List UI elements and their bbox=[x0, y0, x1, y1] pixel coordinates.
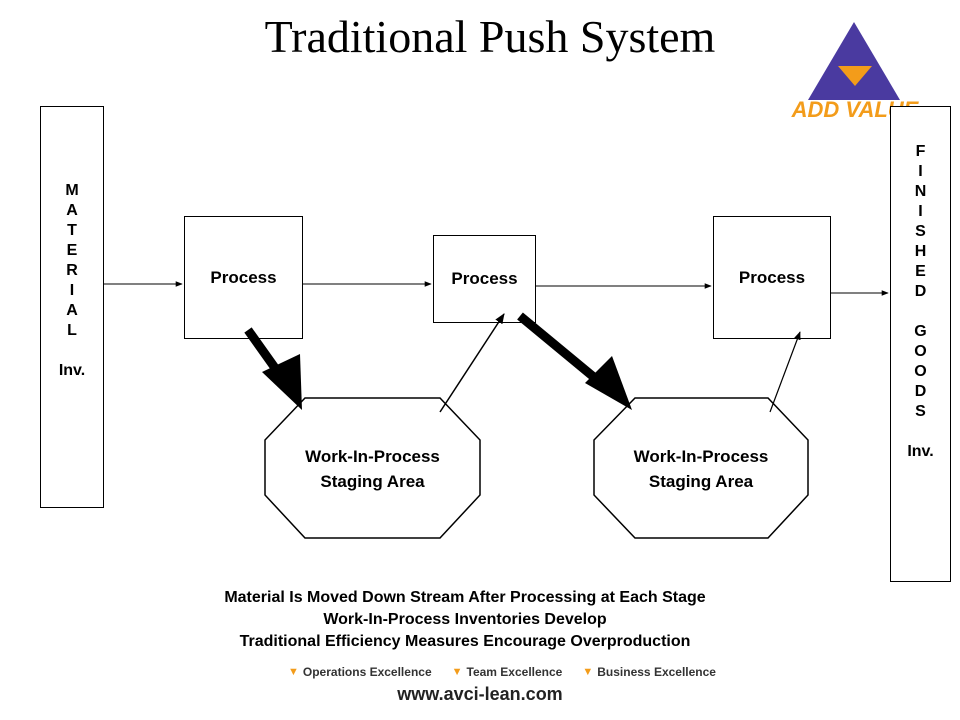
footer-item-operations: ▼Operations Excellence bbox=[288, 665, 432, 679]
triangle-down-icon: ▼ bbox=[451, 666, 463, 678]
finished-goods-inventory bbox=[890, 106, 951, 582]
caption-line-3: Traditional Efficiency Measures Encourag… bbox=[239, 633, 691, 650]
website-url[interactable]: www.avci-lean.com bbox=[397, 684, 563, 704]
footer-item-team: ▼Team Excellence bbox=[451, 665, 563, 679]
footer-tags: ▼Operations Excellence ▼Team Excellence … bbox=[288, 665, 716, 679]
process-2: Process bbox=[433, 235, 536, 323]
caption-line-2: Work-In-Process Inventories Develop bbox=[323, 611, 607, 628]
slide-title: Traditional Push System bbox=[264, 11, 716, 62]
push-arrow-2 bbox=[517, 312, 632, 410]
wip-label-1: Work-In-Process Staging Area bbox=[305, 447, 440, 491]
wip-staging-area-2 bbox=[593, 397, 809, 539]
material-label: M A T E R I A L Inv. bbox=[58, 182, 86, 379]
triangle-down-icon: ▼ bbox=[582, 666, 594, 678]
process-3: Process bbox=[713, 216, 831, 339]
push-arrow-1 bbox=[244, 327, 302, 410]
wip-staging-area-1 bbox=[264, 397, 481, 539]
wip-label-2: Work-In-Process Staging Area bbox=[633, 447, 769, 491]
arrow-wip-2-to-process-3 bbox=[769, 331, 801, 413]
process-1: Process bbox=[184, 216, 303, 339]
footer-item-business: ▼Business Excellence bbox=[582, 665, 716, 679]
arrow-wip-1-to-process-2 bbox=[439, 313, 505, 413]
material-inventory bbox=[40, 106, 104, 508]
finished-goods-label: F I N I S H E D G O O D S Inv. bbox=[907, 143, 934, 460]
triangle-down-icon: ▼ bbox=[288, 666, 299, 678]
caption-line-1: Material Is Moved Down Stream After Proc… bbox=[224, 589, 706, 606]
caption: Material Is Moved Down Stream After Proc… bbox=[0, 587, 930, 653]
add-value-logo: ADD VALUE bbox=[791, 22, 920, 122]
